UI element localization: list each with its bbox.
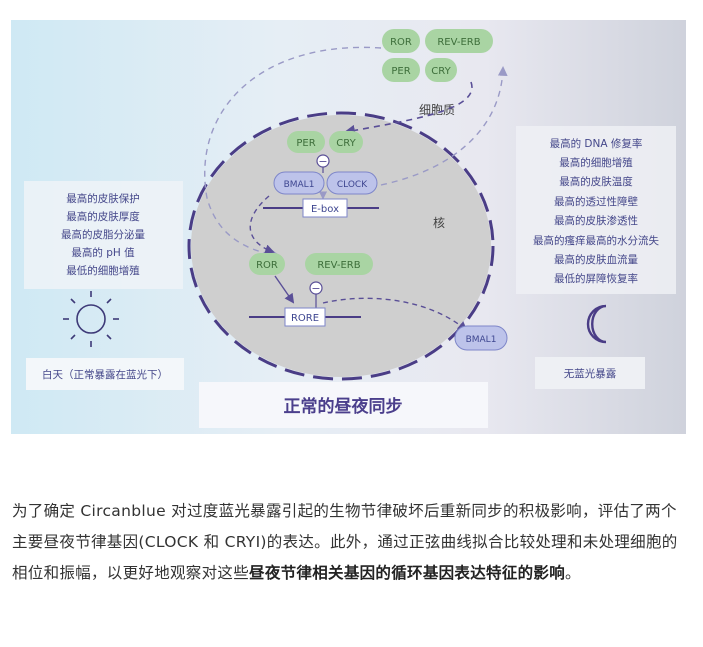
- svg-text:CLOCK: CLOCK: [337, 180, 368, 190]
- svg-text:ROR: ROR: [390, 37, 412, 48]
- day-effect-item: 最低的细胞增殖: [66, 264, 140, 277]
- svg-text:REV-ERB: REV-ERB: [437, 37, 480, 48]
- night-effect-item: 最高的 DNA 修复率: [550, 137, 643, 150]
- nucleus: [191, 115, 491, 377]
- night-effect-item: 最高的透过性障壁: [554, 195, 638, 208]
- svg-text:CRY: CRY: [431, 66, 451, 77]
- gene-per: PER: [287, 131, 325, 153]
- arrow-bmal-to-ror: [249, 195, 275, 254]
- gene-ror: ROR: [249, 253, 285, 275]
- cytoplasm-label: 细胞质: [419, 103, 455, 117]
- inhibit-icon: −: [309, 281, 323, 295]
- title-box: [199, 382, 488, 428]
- svg-text:E-box: E-box: [311, 204, 339, 215]
- gene-cry-top: CRY: [425, 58, 457, 82]
- svg-text:−: −: [311, 282, 320, 295]
- arrow-rore-to-bmal1: [322, 297, 468, 332]
- gene-per-top: PER: [382, 58, 420, 82]
- paragraph-text: 为了确定 Circanblue 对过度蓝光暴露引起的生物节律破坏后重新同步的积极…: [12, 502, 678, 582]
- gene-bmal1: BMAL1: [273, 171, 325, 195]
- gene-reverb-top: REV-ERB: [425, 29, 493, 53]
- night-effects-box: [516, 126, 676, 294]
- ebox: E-box: [302, 198, 348, 218]
- inhibit-icon: −: [316, 154, 330, 168]
- moon-icon: [586, 304, 607, 344]
- night-effect-item: 最高的皮肤渗透性: [554, 214, 638, 227]
- day-label-box: [26, 358, 184, 390]
- gene-bmal1-out: BMAL1: [454, 325, 508, 351]
- paragraph-bold-text: 昼夜节律相关基因的循环基因表达特征的影响: [249, 564, 566, 582]
- day-effect-item: 最高的皮脂分泌量: [61, 228, 145, 241]
- arrow-top-to-nucleus: [343, 81, 473, 136]
- paragraph-end: 。: [565, 564, 581, 582]
- svg-text:−: −: [318, 155, 327, 168]
- night-label: 无蓝光暴露: [564, 367, 617, 380]
- sun-icon: [63, 291, 119, 347]
- arrow-cytoplasm-to-per: [204, 46, 382, 260]
- night-effect-item: 最高的细胞增殖: [559, 156, 633, 169]
- nucleus-label: 核: [433, 216, 445, 230]
- cell-membrane: [187, 111, 495, 381]
- rore: RORE: [284, 307, 326, 327]
- svg-text:PER: PER: [296, 138, 315, 149]
- night-effect-item: 最高的皮肤温度: [559, 175, 633, 188]
- day-label: 白天（正常暴露在蓝光下）: [42, 368, 168, 381]
- body-paragraph: 为了确定 Circanblue 对过度蓝光暴露引起的生物节律破坏后重新同步的积极…: [12, 496, 690, 589]
- arrow-clock-to-top: [380, 66, 508, 186]
- gene-clock: CLOCK: [326, 171, 378, 195]
- svg-text:BMAL1: BMAL1: [466, 335, 497, 345]
- day-effects-box: [24, 181, 183, 289]
- night-effect-item: 最高的瘙痒最高的水分流失: [533, 234, 659, 247]
- gene-ror-top: ROR: [382, 29, 420, 53]
- svg-text:REV-ERB: REV-ERB: [317, 260, 360, 271]
- day-effect-item: 最高的 pH 值: [71, 246, 135, 259]
- day-effect-item: 最高的皮肤厚度: [66, 210, 140, 223]
- gene-reverb: REV-ERB: [305, 253, 373, 275]
- svg-text:PER: PER: [391, 66, 410, 77]
- night-effect-item: 最低的屏障恢复率: [554, 272, 638, 285]
- night-effect-item: 最高的皮肤血流量: [554, 253, 638, 266]
- day-effect-item: 最高的皮肤保护: [66, 192, 140, 205]
- gene-cry: CRY: [329, 131, 363, 153]
- night-label-box: [535, 357, 645, 389]
- circadian-diagram: 细胞质 核 ROR REV-ERB PER CRY PER CRY −: [11, 20, 686, 434]
- arrow-ror-to-rore: [274, 275, 295, 304]
- svg-text:ROR: ROR: [256, 260, 278, 271]
- svg-text:RORE: RORE: [291, 313, 319, 324]
- svg-text:CRY: CRY: [336, 138, 356, 149]
- svg-text:BMAL1: BMAL1: [284, 180, 315, 190]
- diagram-title: 正常的昼夜同步: [284, 396, 403, 417]
